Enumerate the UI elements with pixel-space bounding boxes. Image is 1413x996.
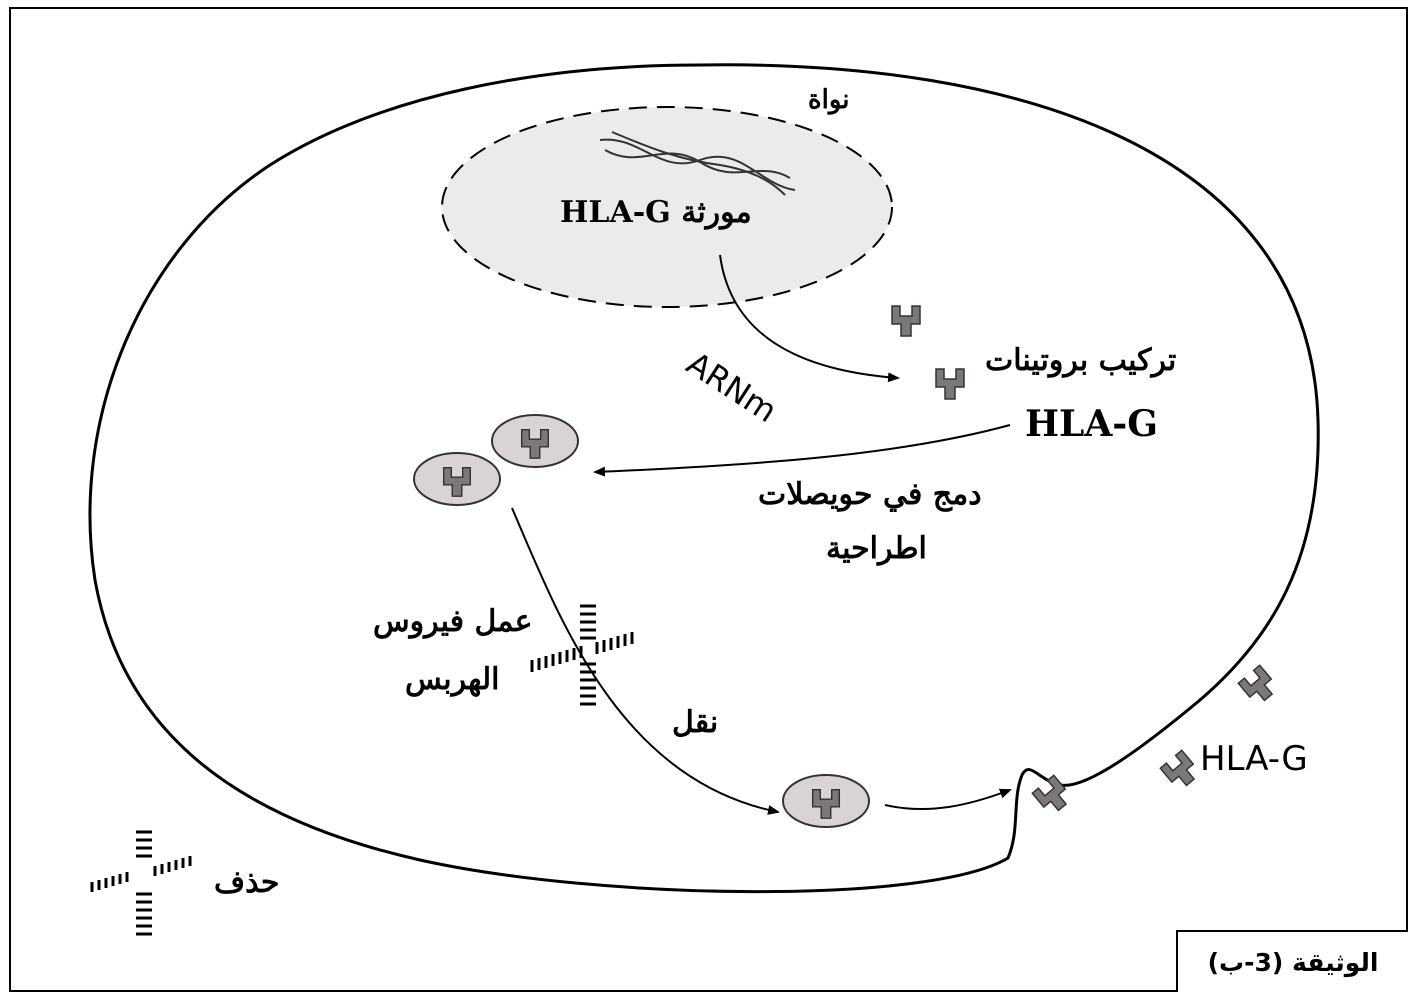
membrane-protein-label: HLA-G: [1200, 739, 1308, 779]
vesicle-label-line1: دمج في حويصلات: [758, 477, 982, 512]
membrane-protein-icon: [1159, 749, 1202, 793]
protein-icon: [935, 368, 965, 400]
synthesis-label-line1: تركيب بروتينات: [985, 343, 1177, 378]
exocytosis-arrow: [884, 788, 1012, 810]
nucleus: [441, 106, 893, 308]
deletion-label: حذف: [214, 865, 280, 900]
herpes-label-line2: الهربس: [405, 662, 500, 697]
dna-helix-icon: [599, 131, 796, 196]
hatched-cross-icon: [90, 830, 192, 936]
document-label: الوثيقة (3-ب): [1176, 930, 1408, 992]
packaging-arrow: [593, 424, 1011, 477]
mrna-arrow: [719, 254, 900, 383]
nucleus-label: نواة: [808, 85, 850, 115]
vesicle: [491, 414, 579, 468]
vesicle-label-line2: اطراحية: [826, 531, 927, 566]
vesicle: [413, 452, 501, 506]
herpes-label-line1: عمل فيروس: [373, 604, 533, 639]
cell-membrane: [88, 63, 1320, 894]
gene-label: مورثة HLA-G: [560, 195, 752, 230]
synthesis-label-line2: HLA-G: [1025, 403, 1158, 445]
membrane-protein-icon: [1237, 664, 1280, 708]
transport-label: نقل: [672, 705, 719, 740]
protein-icon: [891, 305, 921, 337]
membrane-protein-icon: [1031, 774, 1074, 818]
hatched-cross-icon: [530, 604, 634, 706]
transport-arrow: [511, 507, 780, 815]
vesicle: [782, 774, 870, 828]
